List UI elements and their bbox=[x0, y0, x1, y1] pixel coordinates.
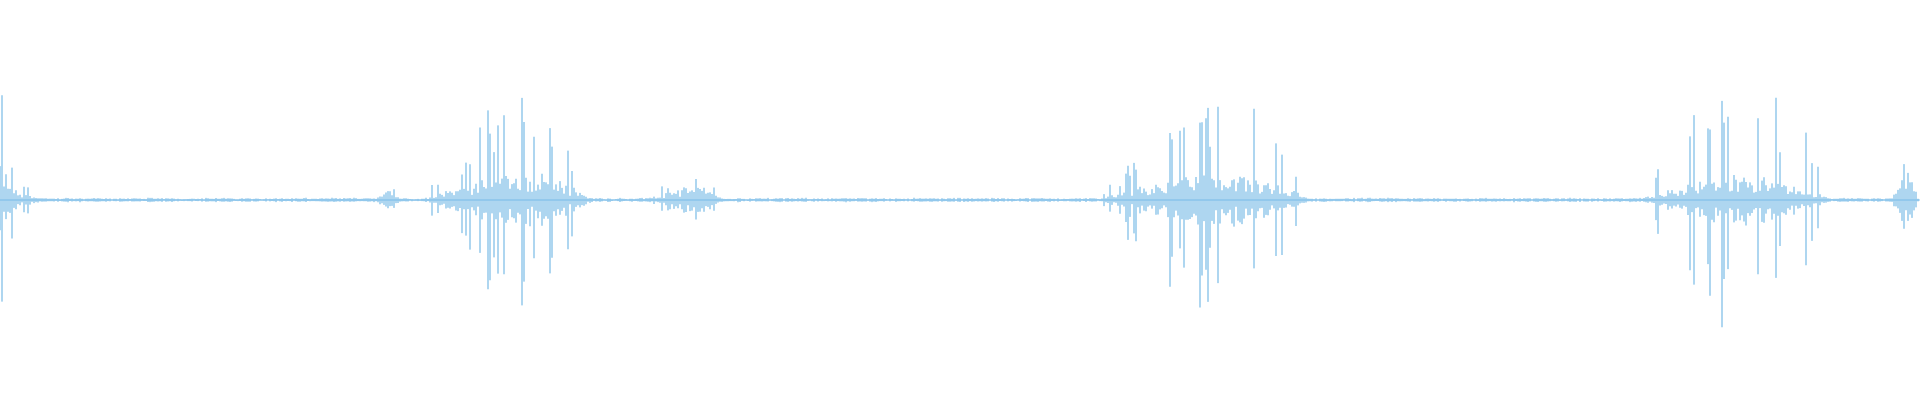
waveform-bars bbox=[0, 95, 1919, 328]
